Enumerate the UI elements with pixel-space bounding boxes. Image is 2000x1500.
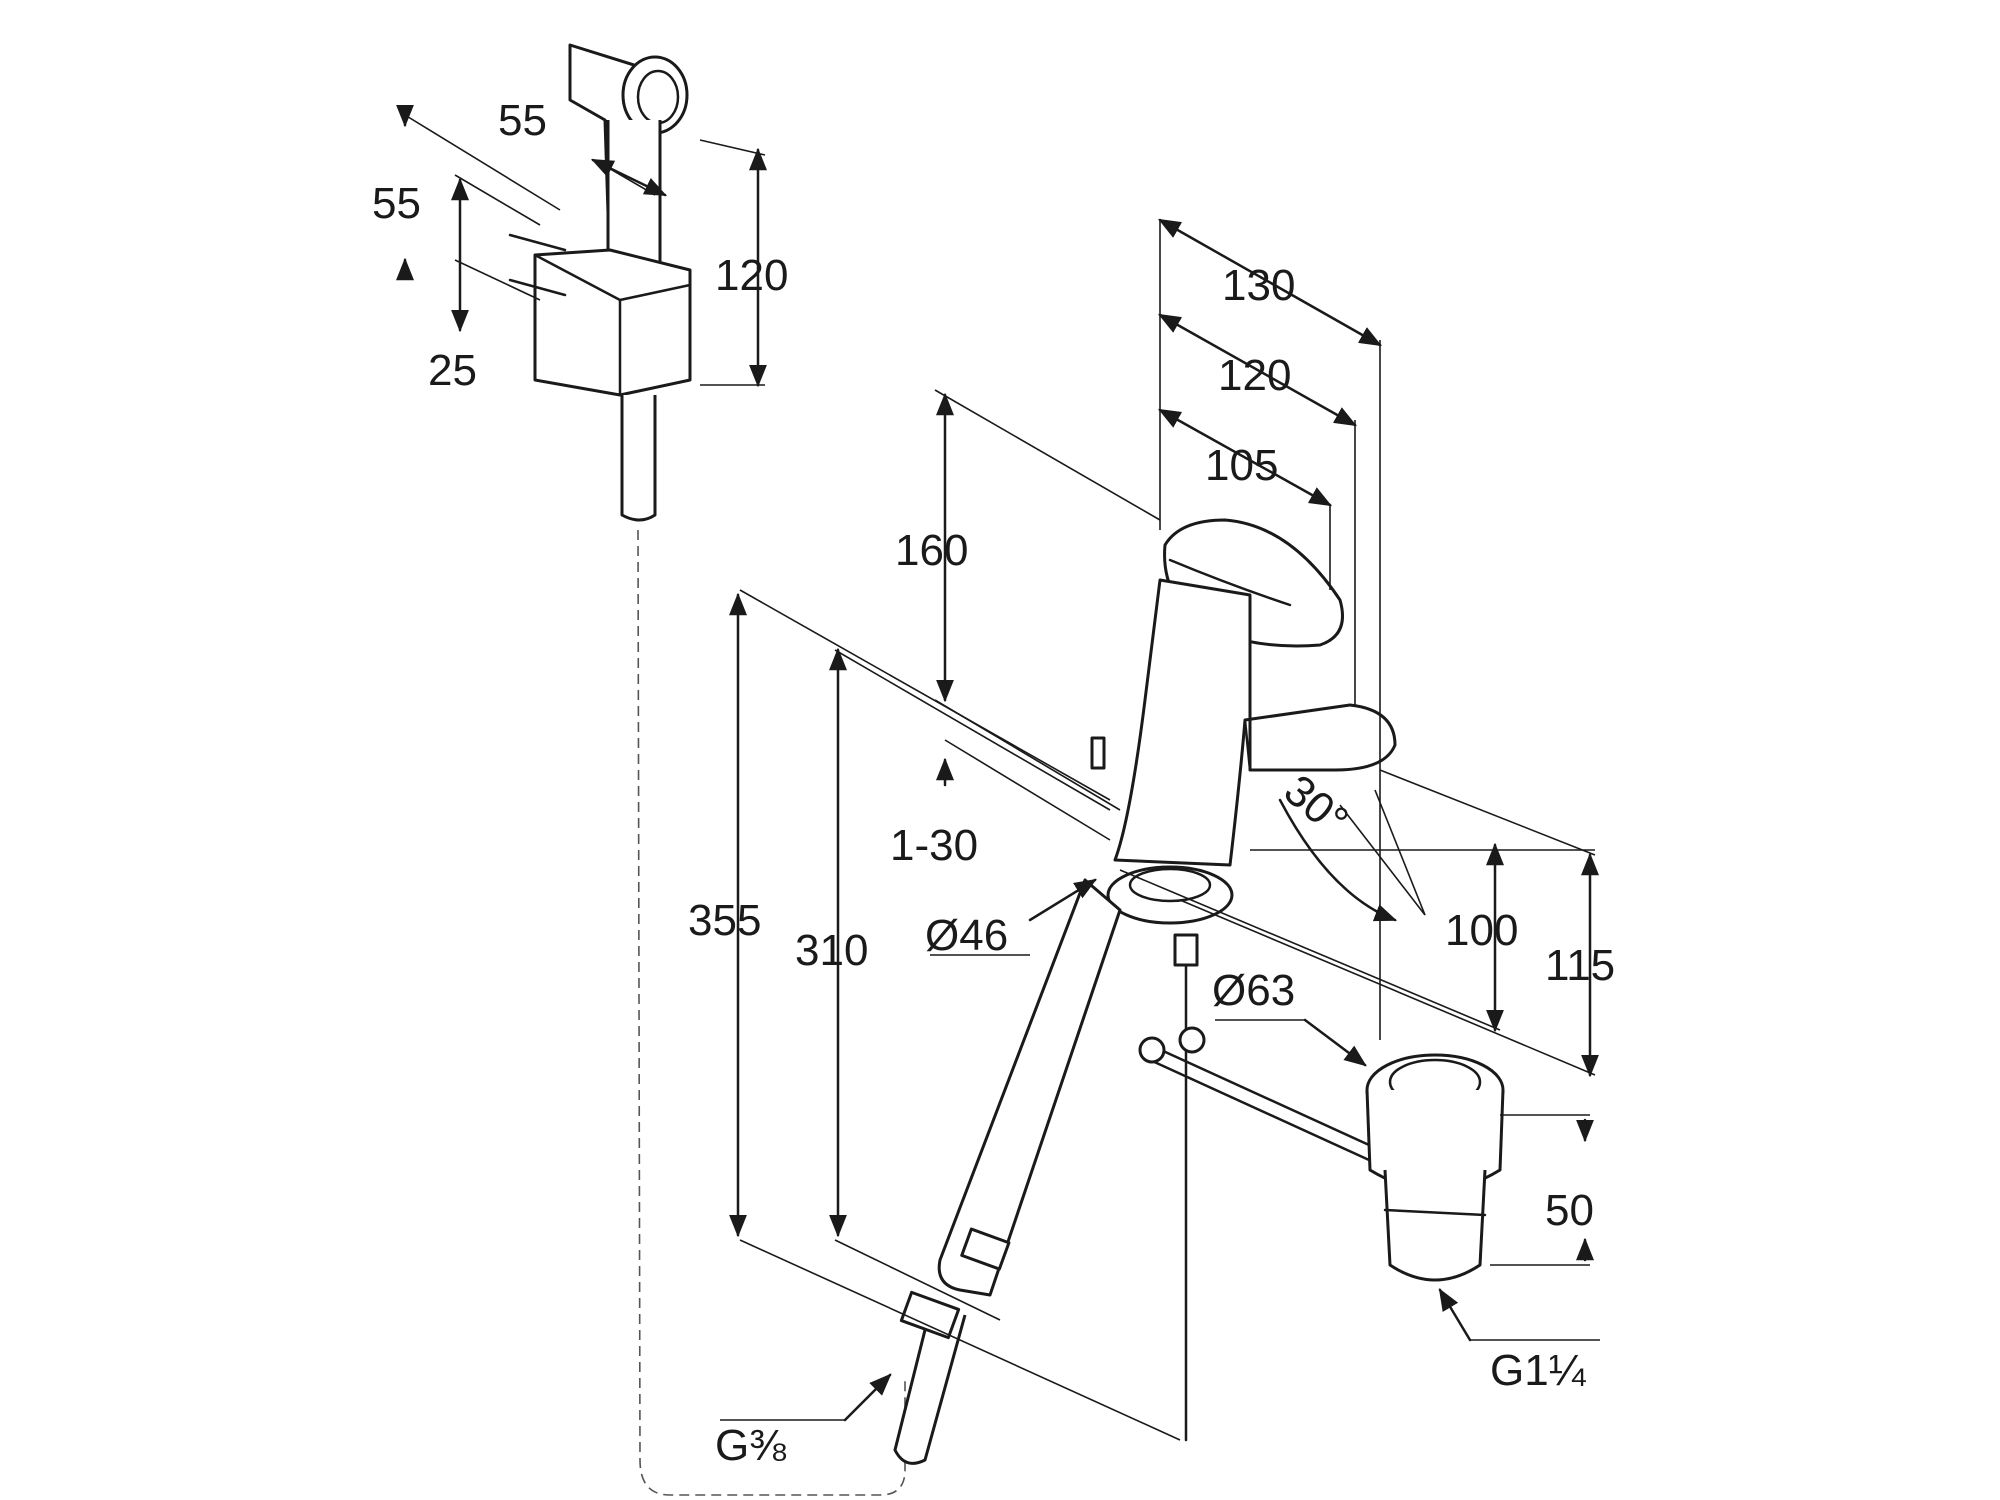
dim-holder-depth: 55 [372, 179, 421, 228]
dimension-labels: 55 55 120 25 130 120 105 160 1-30 355 31… [372, 96, 1615, 1470]
shower-dimensions [396, 104, 767, 388]
hand-shower-assembly [508, 43, 906, 1496]
dim-drain-height: 50 [1545, 1186, 1594, 1235]
dim-hose-thread: G⅜ [715, 1421, 786, 1470]
dim-lever-reach: 105 [1205, 441, 1278, 490]
dim-hose-height: 310 [795, 926, 868, 975]
dim-swivel-angle: 30° [1275, 766, 1357, 846]
dim-spout-height: 100 [1445, 906, 1518, 955]
dim-shower-head-width: 55 [498, 96, 547, 145]
dim-top-height: 115 [1545, 941, 1615, 990]
dim-holder-offset: 25 [428, 346, 477, 395]
dim-holder-height: 120 [715, 251, 788, 300]
faucet-dimensions [720, 218, 1600, 1441]
drain-assembly [1138, 1026, 1505, 1282]
dim-base-diameter: Ø46 [925, 911, 1008, 960]
dim-overall-depth: 130 [1222, 261, 1295, 310]
dim-lever-height: 160 [895, 526, 968, 575]
dim-spout-reach: 120 [1218, 351, 1291, 400]
dim-drain-thread: G1¼ [1490, 1346, 1587, 1395]
dim-drain-diameter: Ø63 [1212, 966, 1295, 1015]
dim-total-height: 355 [688, 896, 761, 945]
faucet-body [893, 518, 1397, 1465]
dim-deck-thickness: 1-30 [890, 821, 978, 870]
